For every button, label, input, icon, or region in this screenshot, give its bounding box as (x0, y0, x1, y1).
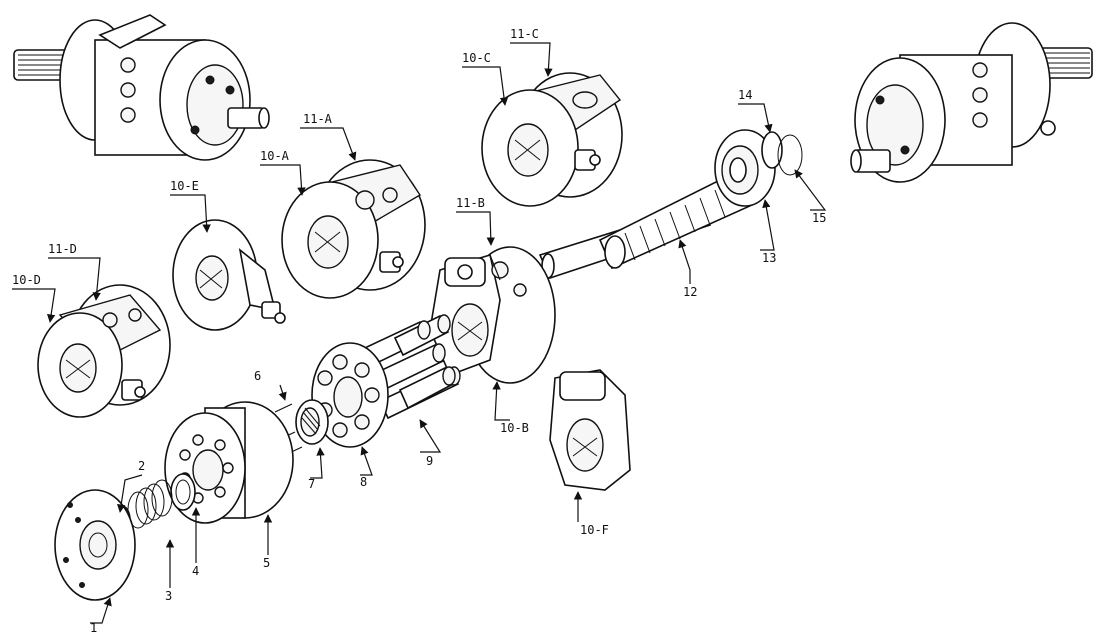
label-11c: 11-C (510, 27, 539, 41)
label-11a: 11-A (303, 112, 333, 126)
assembled-pump-right (850, 22, 1093, 183)
part-10d-11d (37, 284, 171, 418)
label-10b: 10-B (500, 421, 529, 435)
label-10c: 10-C (462, 51, 491, 65)
label-10e: 10-E (170, 179, 199, 193)
part-10e (172, 219, 286, 331)
label-6: 6 (254, 369, 261, 383)
part-ring-14-15 (761, 131, 803, 176)
label-15: 15 (812, 211, 826, 225)
part-10a-11a (281, 159, 426, 299)
label-3: 3 (165, 589, 172, 603)
assembled-pump-left (13, 14, 270, 161)
label-9: 9 (426, 454, 433, 468)
label-14: 14 (738, 88, 752, 102)
label-8: 8 (360, 475, 367, 489)
part-10c-11c (481, 72, 623, 207)
part-10f (549, 369, 631, 491)
part-labels: 1 2 3 4 5 6 7 8 9 10-A 10-B 10-C 10-D 10… (12, 27, 826, 635)
label-11b: 11-B (456, 196, 485, 210)
label-7: 7 (308, 477, 315, 491)
part-ring-4 (170, 473, 196, 511)
label-12: 12 (683, 285, 697, 299)
label-10d: 10-D (12, 273, 41, 287)
label-2: 2 (138, 459, 145, 473)
part-ball-guide-7 (295, 399, 329, 445)
label-5: 5 (263, 556, 270, 570)
part-valve-plate-1 (54, 489, 136, 601)
part-10b-11b (429, 246, 556, 384)
label-1: 1 (90, 621, 97, 635)
part-spring-3 (127, 479, 173, 529)
label-13: 13 (762, 251, 776, 265)
leader-lines (12, 42, 827, 624)
label-10f: 10-F (580, 523, 609, 537)
label-10a: 10-A (260, 149, 290, 163)
label-11d: 11-D (48, 242, 77, 256)
label-4: 4 (192, 564, 199, 578)
part-bearing-13 (714, 129, 776, 207)
